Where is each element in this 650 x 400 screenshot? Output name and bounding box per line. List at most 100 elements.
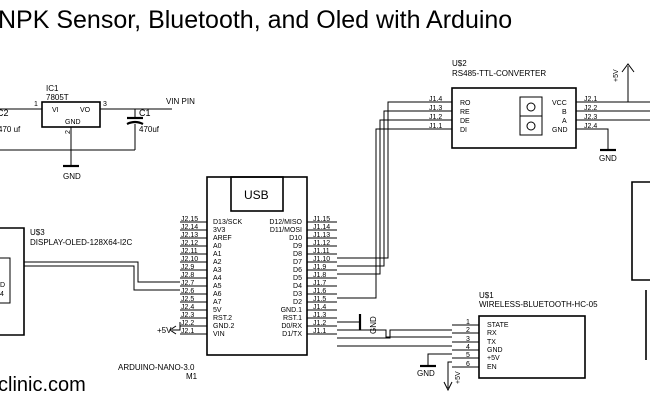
arduino-left-pin: 5V — [213, 307, 222, 314]
arduino-right-num: J1.8 — [313, 272, 326, 279]
rs485-num-a: J2.3 — [584, 114, 597, 121]
arduino-left-pin: A0 — [213, 243, 222, 250]
arduino-left-pin: A1 — [213, 251, 222, 258]
arduino-left-pin: RST.2 — [213, 315, 232, 322]
rs485-num-ro: J1.4 — [429, 96, 442, 103]
rs485-terminal-b — [526, 102, 536, 112]
regulator-pin-vi: VI — [52, 107, 59, 114]
arduino-right-pin: D0/RX — [281, 323, 302, 330]
c2-ref: C2 — [0, 108, 9, 118]
arduino-left-num: J2.2 — [181, 320, 194, 327]
arduino-right-num: J1.7 — [313, 280, 326, 287]
rs485-vcc-arrow — [621, 63, 635, 73]
arduino-left-num: J2.12 — [181, 240, 198, 247]
arduino-right-num: J1.13 — [313, 232, 330, 239]
arduino-left-num: J2.9 — [181, 264, 194, 271]
footer-text: clinic.com — [0, 374, 86, 396]
arduino-right-num: J1.5 — [313, 296, 326, 303]
rs485-num-re: J1.3 — [429, 105, 442, 112]
arduino-right-num: J1.11 — [313, 248, 330, 255]
wire-oled-a5 — [24, 265, 180, 291]
arduino-left-num: J2.5 — [181, 296, 194, 303]
arduino-left-num: J2.1 — [181, 328, 194, 335]
rs485-body — [451, 87, 577, 149]
arduino-left-num: J2.15 — [181, 216, 198, 223]
rs485-vcc-label: +5V — [613, 69, 620, 82]
rs485-ref: U$2 — [452, 59, 467, 68]
oled-inner — [0, 257, 11, 304]
oled-body — [0, 227, 25, 336]
arduino-usb-label: USB — [244, 188, 269, 202]
arduino-left-num: J2.14 — [181, 224, 198, 231]
wire-bt-5v — [447, 361, 452, 388]
arduino-left-pin: A6 — [213, 291, 222, 298]
arduino-right-num: J1.10 — [313, 256, 330, 263]
oled-display: U$3 DISPLAY-OLED-128X64-I2C D 4 — [0, 227, 132, 336]
arduino-left-pin: A2 — [213, 259, 222, 266]
bluetooth-pin-num: 6 — [466, 361, 470, 368]
arduino-left-num: J2.13 — [181, 232, 198, 239]
arduino-5v-arrow — [169, 325, 177, 335]
regulator-part: 7805T — [46, 93, 69, 102]
bluetooth-pin-num: 4 — [466, 344, 470, 351]
arduino-left-pin: A4 — [213, 275, 222, 282]
c2-value: 470 uf — [0, 125, 21, 134]
arduino-left-pin: AREF — [213, 235, 232, 242]
rs485-module: U$2 RS485-TTL-CONVERTER RO RE DE DI VCC … — [428, 59, 650, 163]
bluetooth-pin-label: TX — [487, 339, 496, 346]
bluetooth-gnd-label: GND — [417, 369, 435, 378]
arduino-right-pin: RST.1 — [283, 315, 302, 322]
arduino-right-pin: D12/MISO — [269, 219, 302, 226]
rs485-pin-ro: RO — [460, 100, 471, 107]
arduino-5v-wire — [172, 322, 181, 331]
rs485-pin-a: A — [562, 118, 567, 125]
rs485-pin-gnd: GND — [552, 127, 568, 134]
rs485-num-vcc: J2.1 — [584, 96, 597, 103]
arduino-right-num: J1.1 — [313, 328, 326, 335]
bluetooth-5v-label: +5V — [455, 371, 462, 384]
arduino-left-num: J2.4 — [181, 304, 194, 311]
wire-re-d7 — [337, 110, 428, 267]
oled-partial-1: D — [0, 282, 5, 289]
bluetooth-pin-num: 2 — [466, 327, 470, 334]
arduino-right-pin: D9 — [293, 243, 302, 250]
arduino-right-pin: D8 — [293, 251, 302, 258]
arduino-left-pin: A3 — [213, 267, 222, 274]
bluetooth-pin-label: STATE — [487, 322, 509, 329]
oled-part: DISPLAY-OLED-128X64-I2C — [30, 238, 132, 247]
arduino-right-pins: J1.15D12/MISOJ1.14D11/MOSIJ1.13D10J1.12D… — [269, 216, 337, 338]
arduino-left-pin: D13/SCK — [213, 219, 243, 226]
wire-ro-d8 — [337, 101, 428, 259]
rs485-part: RS485-TTL-CONVERTER — [452, 69, 546, 78]
arduino-left-num: J2.8 — [181, 272, 194, 279]
bluetooth-5v-arrow — [443, 381, 453, 392]
arduino-right-num: J1.6 — [313, 288, 326, 295]
arduino-left-num: J2.6 — [181, 288, 194, 295]
rs485-right-stubs — [576, 101, 650, 150]
oled-ref: U$3 — [30, 228, 45, 237]
rs485-terminal-a — [526, 121, 536, 131]
arduino-right-pin: D7 — [293, 259, 302, 266]
arduino-right-pin: D3 — [293, 291, 302, 298]
regulator-pin3: 3 — [103, 101, 107, 108]
rs485-left-stubs — [428, 101, 452, 130]
arduino-right-num: J1.12 — [313, 240, 330, 247]
arduino-right-num: J1.9 — [313, 264, 326, 271]
rs485-gnd-label: GND — [599, 154, 617, 163]
arduino-right-pin: D5 — [293, 275, 302, 282]
wire-di-d3 — [337, 128, 428, 299]
bluetooth-pin-label: RX — [487, 330, 497, 337]
regulator-pin2: 2 — [65, 130, 72, 134]
bluetooth-pin-num: 3 — [466, 336, 470, 343]
c1-capacitor-plate — [126, 120, 144, 125]
arduino-right-pin: D11/MOSI — [270, 227, 302, 234]
arduino-right-pin: D6 — [293, 267, 302, 274]
arduino-right-num: J1.14 — [313, 224, 330, 231]
bluetooth-part: WIRELESS-BLUETOOTH-HC-05 — [479, 300, 598, 309]
rs485-num-di: J1.1 — [429, 123, 442, 130]
